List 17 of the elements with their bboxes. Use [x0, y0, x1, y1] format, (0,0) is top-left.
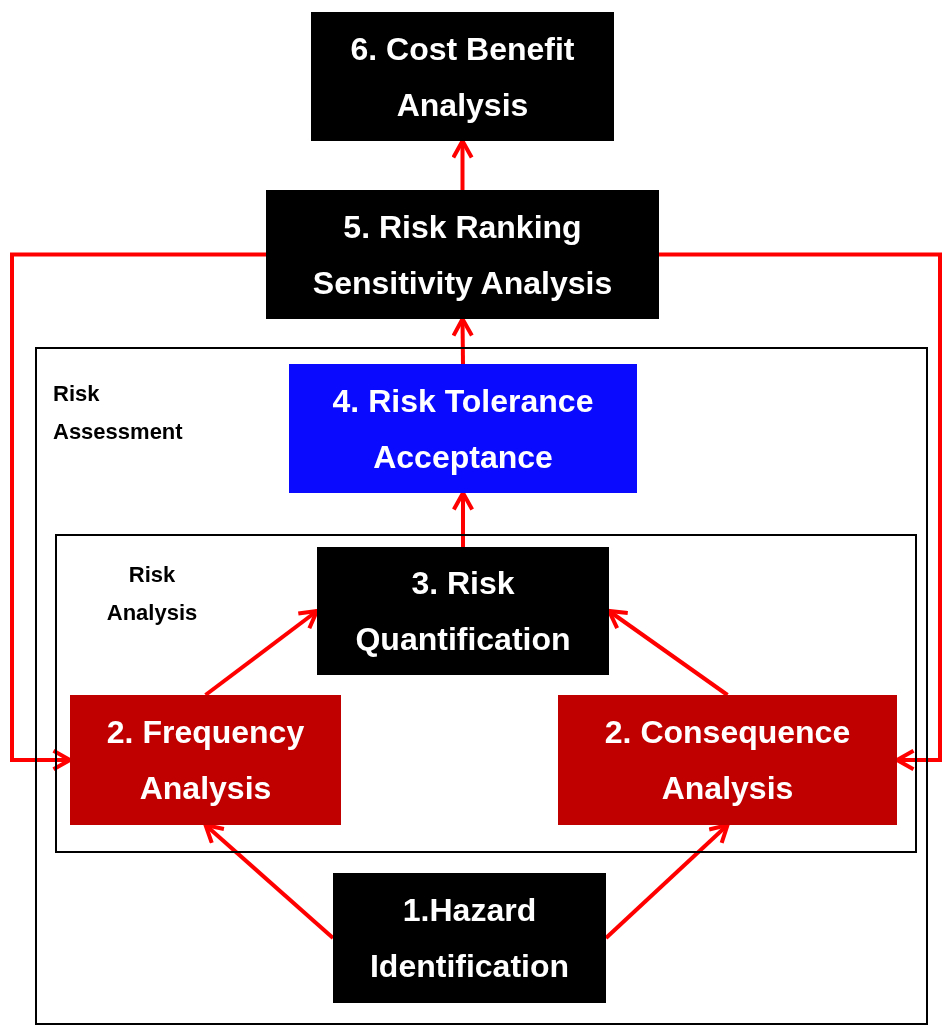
process-box: 2. Consequence Analysis [558, 695, 897, 825]
arrow [203, 823, 335, 940]
process-box: 3. Risk Quantification [317, 547, 609, 675]
process-box: 6. Cost Benefit Analysis [311, 12, 614, 141]
arrow [204, 609, 319, 697]
group-label: Risk Assessment [53, 380, 184, 446]
group-frame [35, 347, 928, 1025]
group-label: Risk Analysis [105, 561, 199, 627]
arrow [451, 491, 475, 547]
process-box: 5. Risk Ranking Sensitivity Analysis [266, 190, 659, 319]
process-box: 1.Hazard Identification [333, 873, 606, 1003]
arrow [451, 139, 474, 190]
arrow [659, 252, 942, 772]
arrow [451, 317, 474, 365]
process-box: 2. Frequency Analysis [70, 695, 341, 825]
process-box: 4. Risk Tolerance Acceptance [289, 364, 637, 493]
group-frame [55, 534, 917, 853]
